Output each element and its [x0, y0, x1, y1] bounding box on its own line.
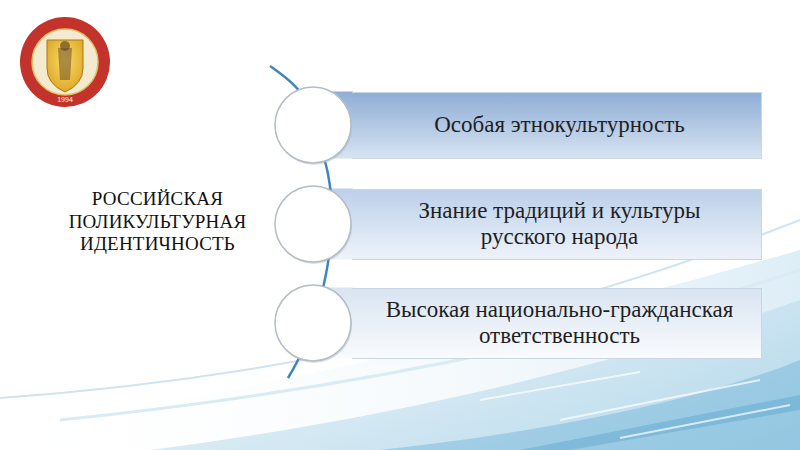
band-text: Особая этнокультурность [434, 112, 685, 138]
marker-circle [275, 87, 351, 163]
concept-band: Особая этнокультурность [352, 92, 762, 159]
concept-band: Знание традиций и культуры русского наро… [352, 189, 762, 260]
marker-circle [275, 186, 351, 262]
diagram-title: РОССИЙСКАЯ ПОЛИКУЛЬТУРНАЯ ИДЕНТИЧНОСТЬ [50, 188, 265, 256]
band-text: Знание традиций и культуры русского наро… [374, 198, 745, 251]
concept-band: Высокая национально-гражданская ответств… [352, 288, 762, 359]
logo [20, 17, 110, 107]
marker-circle [275, 285, 351, 361]
logo-year: 1994 [50, 96, 80, 103]
band-text: Высокая национально-гражданская ответств… [374, 297, 745, 350]
